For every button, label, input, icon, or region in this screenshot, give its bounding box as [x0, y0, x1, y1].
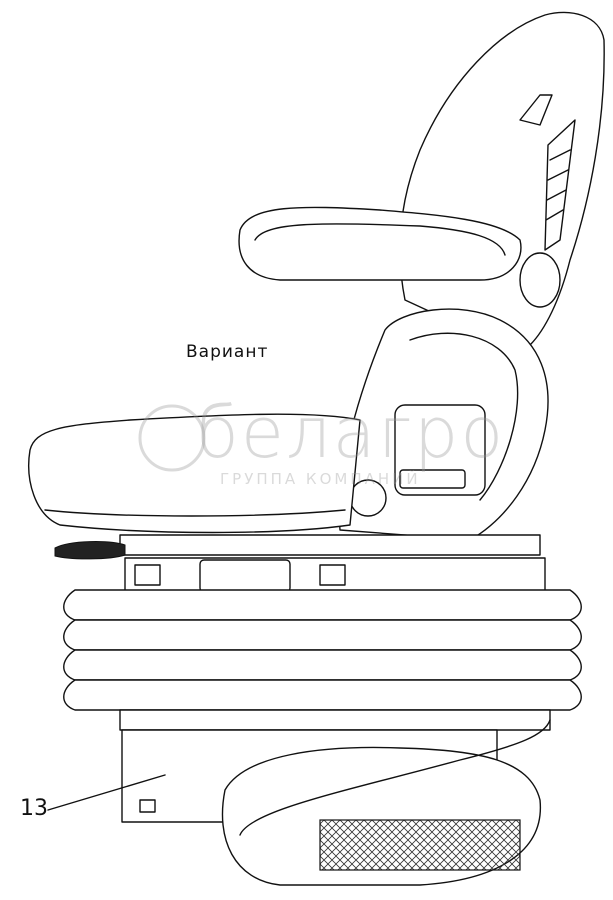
- variant-label: Вариант: [186, 342, 269, 362]
- slide-rail: [119, 534, 541, 556]
- control-panel: [394, 404, 486, 496]
- backrest: [399, 11, 605, 346]
- armrest: [238, 206, 522, 281]
- seat-cushion: [28, 413, 361, 534]
- callout-leader-line: [47, 774, 166, 811]
- pipe: [239, 719, 551, 836]
- callout-number: 13: [20, 796, 48, 821]
- watermark-logo: [138, 404, 206, 472]
- backrest-mesh: [544, 119, 576, 251]
- watermark-brand: белагро: [196, 392, 506, 474]
- watermark-subtitle: ГРУППА КОМПАНИЙ: [220, 470, 421, 488]
- adjust-handle: [54, 541, 126, 560]
- armrest-knob: [519, 252, 561, 308]
- suspension-bellows: [63, 589, 582, 731]
